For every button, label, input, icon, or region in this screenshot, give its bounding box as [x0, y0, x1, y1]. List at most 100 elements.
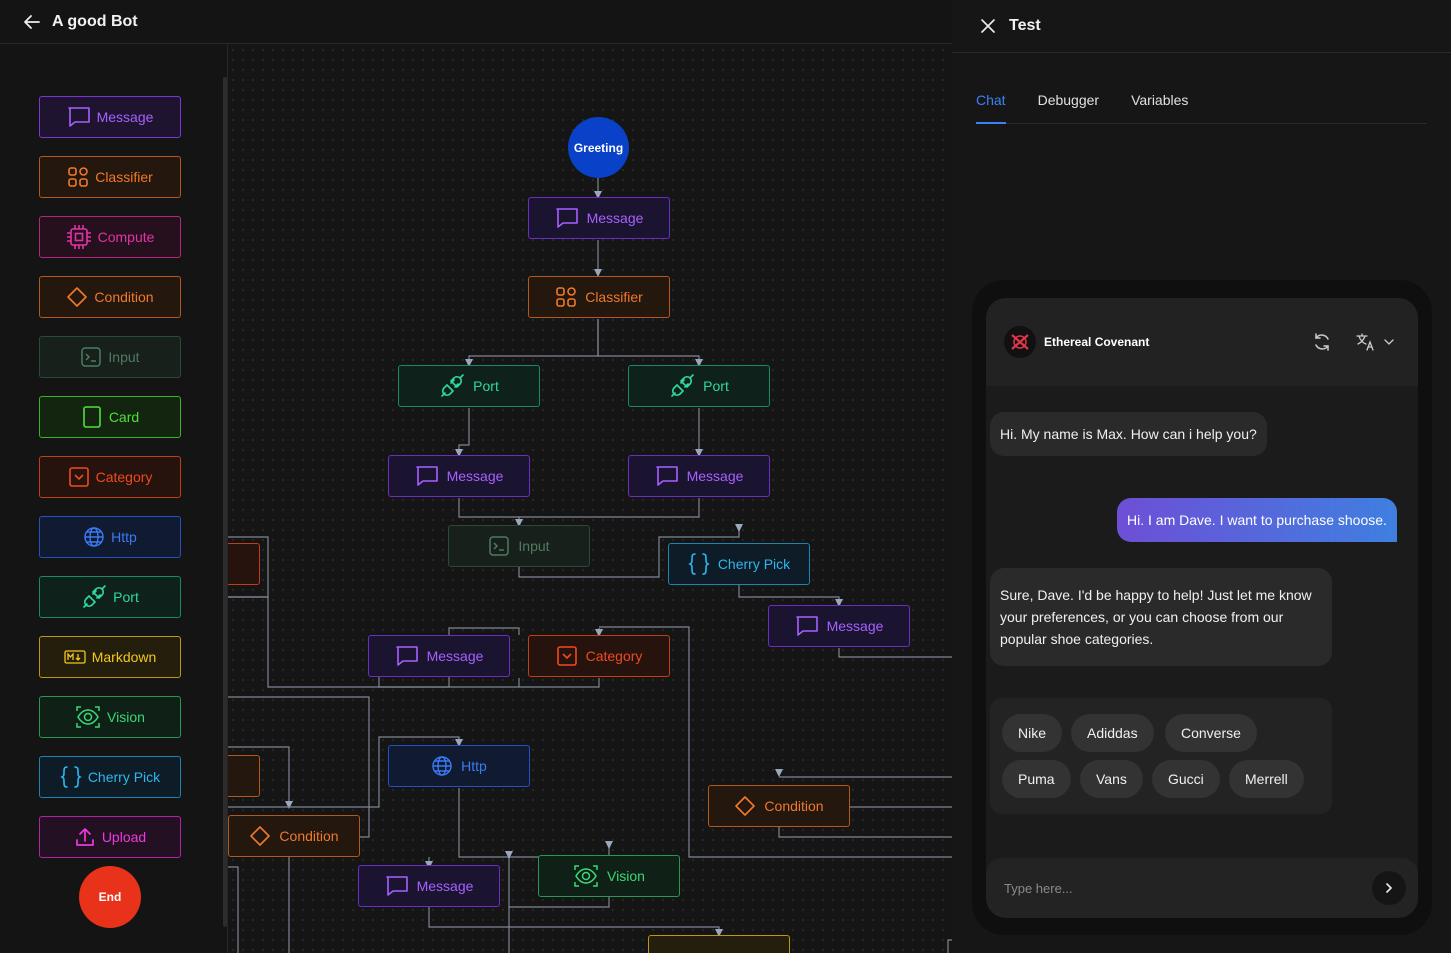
flow-node-port[interactable]: Port: [628, 365, 770, 407]
translate-icon[interactable]: [1356, 332, 1396, 357]
palette-scrollbar[interactable]: [223, 77, 227, 927]
node-label: Message: [826, 618, 884, 634]
flow-node-category[interactable]: Category: [528, 635, 670, 677]
flow-node-vision[interactable]: Vision: [538, 855, 680, 897]
node-label: Input: [518, 538, 550, 554]
chat-message-bot: Hi. My name is Max. How can i help you?: [990, 412, 1267, 456]
flow-node-classifier[interactable]: Classifier: [528, 276, 670, 318]
palette-input-button[interactable]: Input: [39, 336, 181, 378]
message-icon: [385, 876, 408, 896]
bot-title: A good Bot: [52, 12, 138, 30]
palette-vision-button[interactable]: Vision: [39, 696, 181, 738]
palette-port-button[interactable]: Port: [39, 576, 181, 618]
chat-message-user: Hi. I am Dave. I want to purchase shoose…: [1117, 498, 1397, 542]
flow-node-message[interactable]: Message: [528, 197, 670, 239]
bot-name: Ethereal Covenant: [1044, 335, 1150, 349]
message-icon: [655, 466, 678, 486]
option-chip[interactable]: Converse: [1165, 714, 1257, 752]
flow-node-condition[interactable]: Condition: [708, 785, 850, 827]
tab-variables[interactable]: Variables: [1131, 92, 1189, 108]
option-chip[interactable]: Merrell: [1229, 760, 1304, 798]
test-panel: Test Chat Debugger Variables Ethereal Co…: [952, 0, 1451, 953]
diamond-icon: [250, 826, 271, 846]
plug-icon: [441, 374, 464, 397]
node-label: Message: [586, 210, 644, 226]
flow-node-message[interactable]: Message: [368, 635, 510, 677]
flow-node-port[interactable]: Port: [398, 365, 540, 407]
node-label: Vision: [607, 868, 645, 884]
message-icon: [395, 646, 418, 666]
palette-message-button[interactable]: Message: [39, 96, 181, 138]
quick-reply-options: Nike Adiddas Converse Puma Vans Gucci Me…: [990, 698, 1332, 814]
flow-node-condition[interactable]: Condition: [228, 815, 360, 857]
globe-icon: [432, 756, 452, 776]
braces-icon: [688, 553, 710, 575]
flow-node-cherry-pick[interactable]: Cherry Pick: [668, 543, 810, 585]
option-chip[interactable]: Nike: [1002, 714, 1063, 752]
grid-icon: [68, 167, 89, 187]
chat-input-bar: [986, 858, 1418, 918]
close-icon[interactable]: [979, 17, 997, 35]
flow-node-http[interactable]: Http: [388, 745, 530, 787]
diamond-icon: [67, 287, 88, 307]
plug-icon: [83, 585, 106, 608]
palette-item-label: Vision: [107, 709, 145, 725]
palette-compute-button[interactable]: Compute: [39, 216, 181, 258]
refresh-icon[interactable]: [1312, 332, 1332, 357]
globe-icon: [84, 527, 104, 547]
test-tabs: Chat Debugger Variables: [976, 92, 1427, 124]
flow-node-message[interactable]: Message: [768, 605, 910, 647]
card-icon: [83, 406, 101, 428]
node-label: Port: [703, 378, 729, 394]
flow-node-markdown-partial[interactable]: [648, 935, 790, 953]
palette-classifier-button[interactable]: Classifier: [39, 156, 181, 198]
terminal-icon: [489, 536, 510, 556]
diamond-icon: [735, 796, 756, 816]
node-label: Classifier: [585, 289, 643, 305]
palette-item-label: Markdown: [91, 649, 157, 665]
message-icon: [415, 466, 438, 486]
flow-node-message[interactable]: Message: [358, 865, 500, 907]
option-chip[interactable]: Puma: [1002, 760, 1071, 798]
palette-upload-button[interactable]: Upload: [39, 816, 181, 858]
palette-card-button[interactable]: Card: [39, 396, 181, 438]
palette-item-label: Card: [108, 409, 140, 425]
eye-icon: [574, 865, 598, 887]
palette-markdown-button[interactable]: Markdown: [39, 636, 181, 678]
bot-logo-icon: [1005, 327, 1035, 357]
markdown-icon: [64, 650, 86, 664]
tab-debugger[interactable]: Debugger: [1037, 92, 1100, 108]
flow-canvas[interactable]: Greeting Message Classifier Port Port Me…: [228, 45, 952, 953]
palette-item-label: Upload: [101, 829, 147, 845]
tab-chat[interactable]: Chat: [976, 92, 1006, 124]
greeting-node[interactable]: Greeting: [568, 117, 629, 178]
back-arrow-icon[interactable]: [22, 12, 42, 32]
flow-node-message[interactable]: Message: [388, 455, 530, 497]
braces-icon: [60, 766, 82, 788]
node-label: Http: [461, 758, 487, 774]
option-chip[interactable]: Vans: [1080, 760, 1143, 798]
node-palette: Message Classifier Compute Condition Inp…: [0, 45, 228, 953]
terminal-icon: [81, 347, 102, 367]
node-label: Message: [446, 468, 504, 484]
upload-icon: [75, 828, 94, 846]
flow-node-partial[interactable]: [228, 543, 260, 585]
send-chevron-icon[interactable]: [1372, 871, 1406, 905]
palette-cherry-pick-button[interactable]: Cherry Pick: [39, 756, 181, 798]
chevron-box-icon: [68, 467, 89, 487]
top-bar: A good Bot: [0, 0, 952, 44]
flow-node-message[interactable]: Message: [628, 455, 770, 497]
palette-category-button[interactable]: Category: [39, 456, 181, 498]
option-chip[interactable]: Adiddas: [1071, 714, 1154, 752]
palette-condition-button[interactable]: Condition: [39, 276, 181, 318]
node-label: Message: [426, 648, 484, 664]
palette-item-label: Message: [96, 109, 154, 125]
node-label: Condition: [764, 798, 824, 814]
palette-http-button[interactable]: Http: [39, 516, 181, 558]
flow-node-input[interactable]: Input: [448, 525, 590, 567]
option-chip[interactable]: Gucci: [1152, 760, 1220, 798]
end-node-button[interactable]: End: [79, 866, 141, 928]
chat-message-input[interactable]: [1004, 876, 1344, 900]
flow-node-partial[interactable]: [228, 755, 260, 797]
